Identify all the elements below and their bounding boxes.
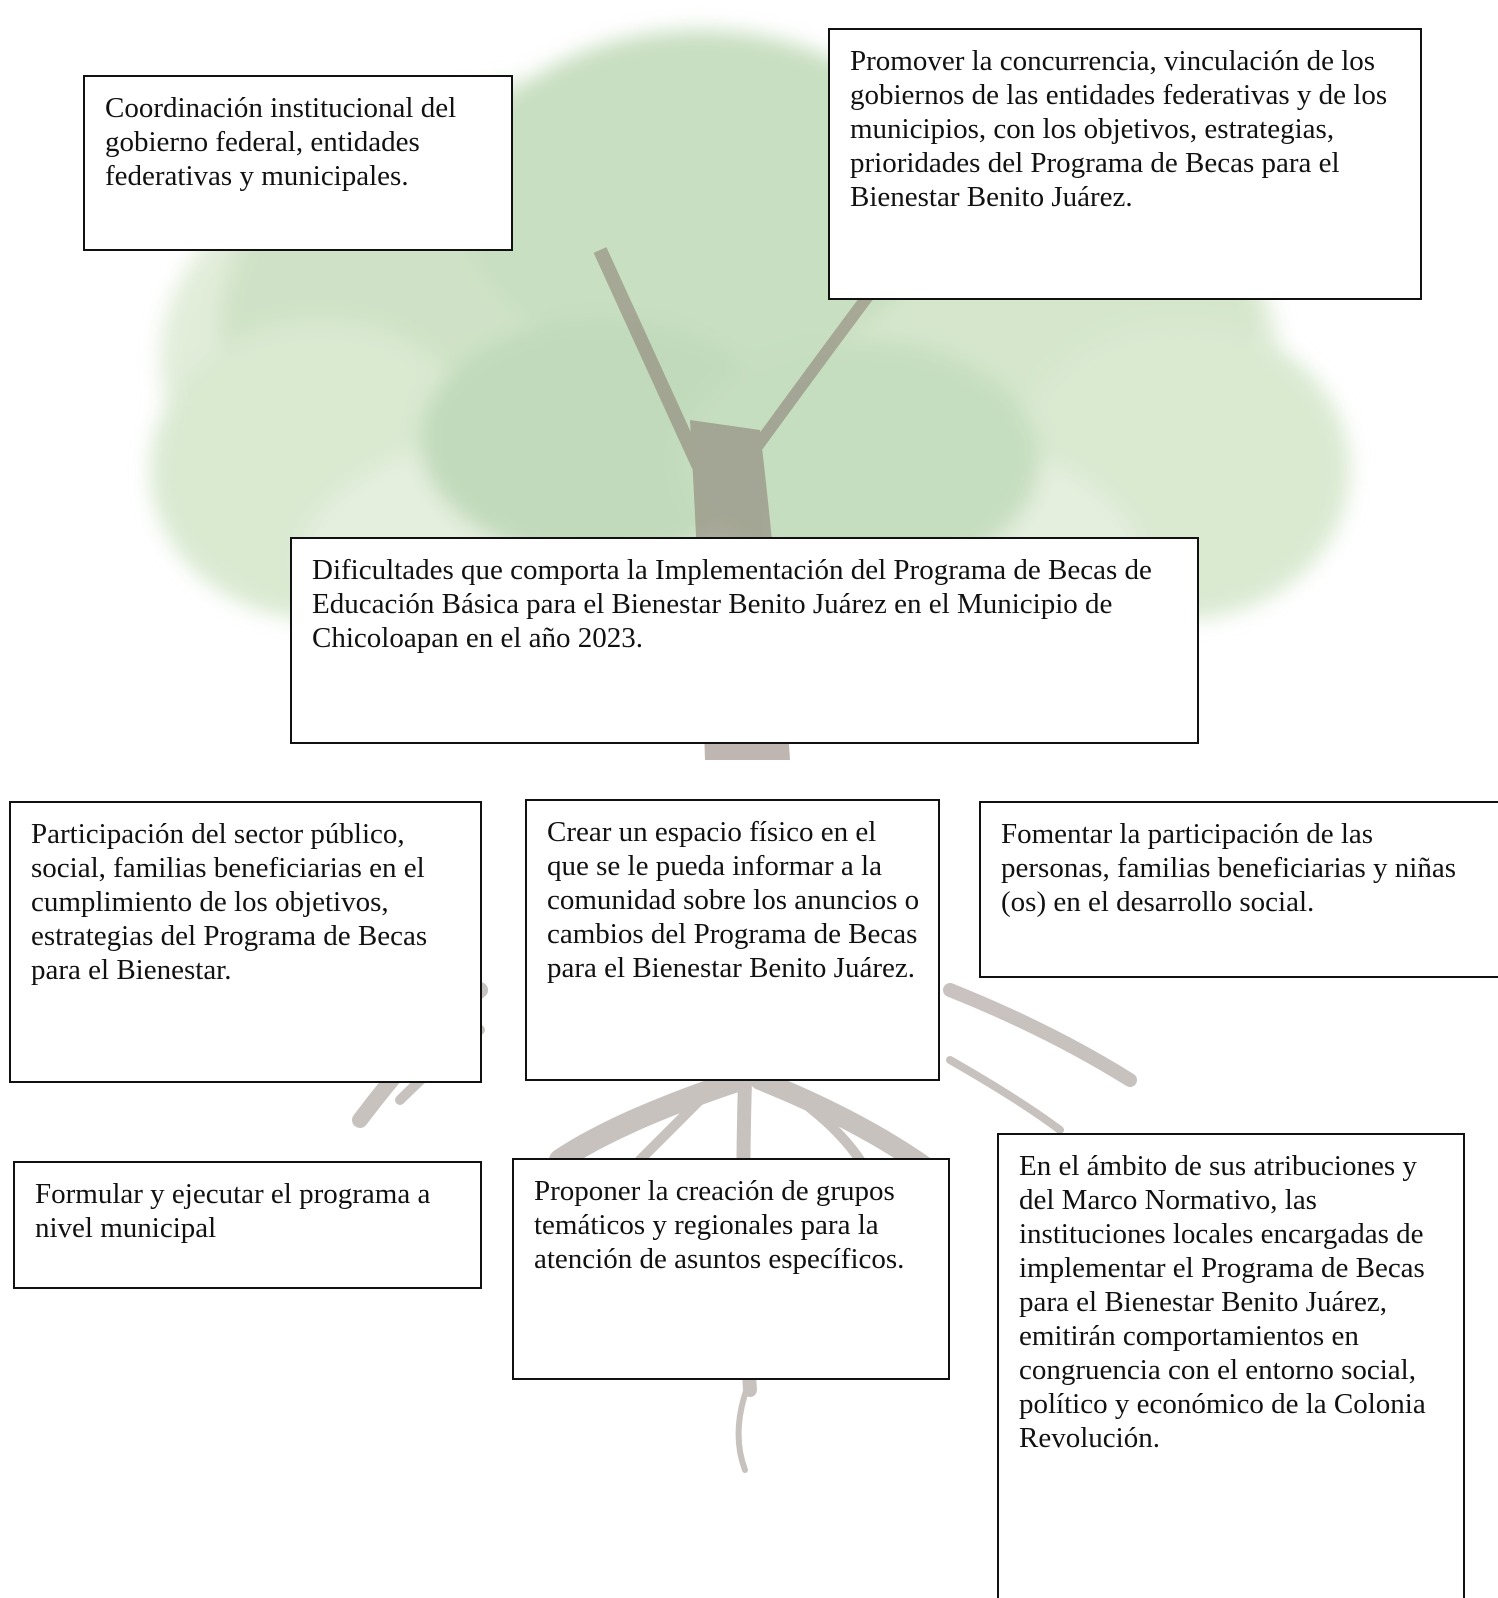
box-promover-concurrencia: Promover la concurrencia, vinculación de… [828, 28, 1422, 300]
box-formular-ejecutar: Formular y ejecutar el programa a nivel … [13, 1161, 482, 1289]
box-coordinacion-institucional: Coordinación institucional del gobierno … [83, 75, 513, 251]
box-ambito-atribuciones: En el ámbito de sus atribuciones y del M… [997, 1133, 1465, 1598]
box-participacion-sector-publico: Participación del sector público, social… [9, 801, 482, 1083]
box-proponer-grupos: Proponer la creación de grupos temáticos… [512, 1158, 950, 1380]
box-dificultades-central-problem: Dificultades que comporta la Implementac… [290, 537, 1199, 744]
box-fomentar-participacion: Fomentar la participación de las persona… [979, 801, 1498, 978]
box-crear-espacio-fisico: Crear un espacio físico en el que se le … [525, 799, 940, 1081]
